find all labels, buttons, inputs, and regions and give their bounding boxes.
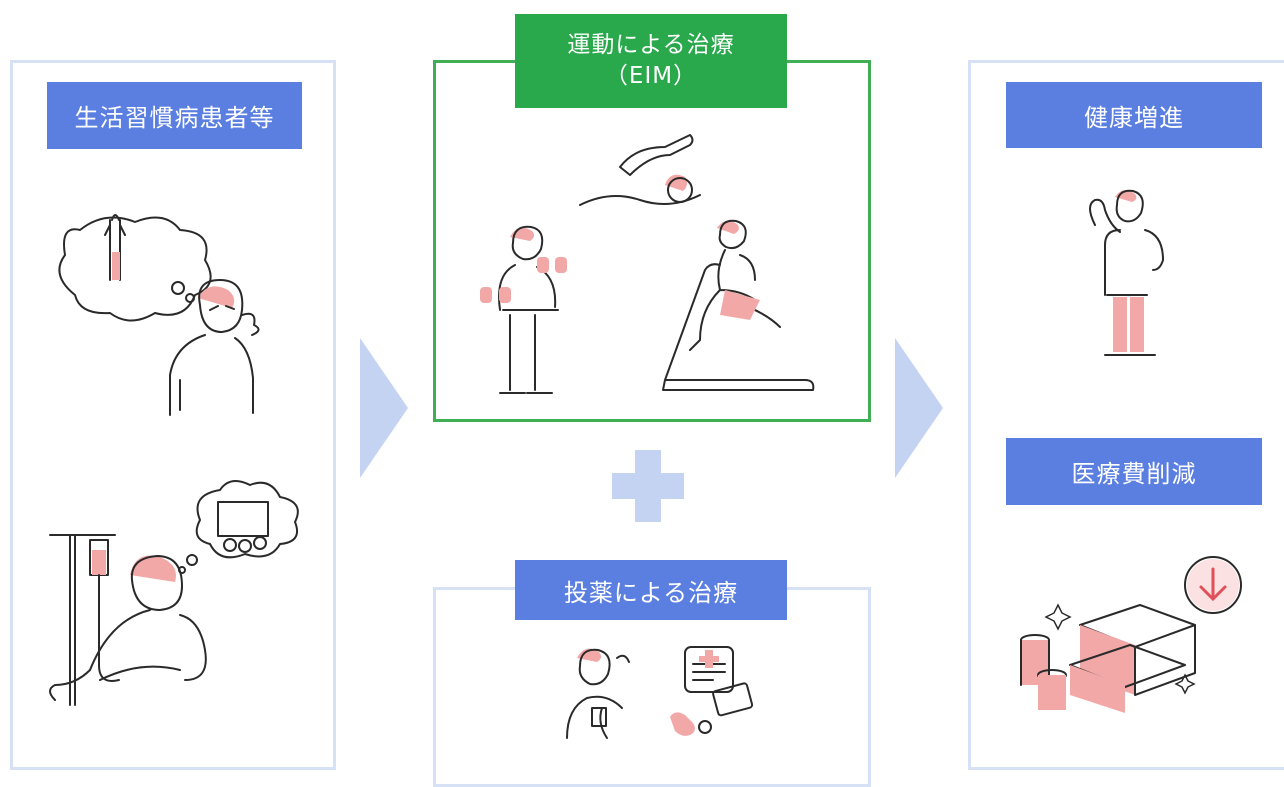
exercise-treatment-subtitle: （EIM） [604, 63, 698, 89]
medication-treatment-title: 投薬による治療 [563, 578, 739, 607]
right-arrow-icon [895, 338, 943, 478]
flexing-man-icon [1089, 189, 1164, 356]
patients-label: 生活習慣病患者等 [47, 82, 302, 149]
weightlifting-man-icon [480, 225, 567, 394]
exercise-treatment-label: 運動による治療 （EIM） [515, 14, 787, 108]
medical-cost-reduction-label: 医療費削減 [1006, 438, 1262, 505]
health-promotion-text: 健康増進 [1084, 103, 1184, 132]
bill-stack [1069, 604, 1196, 713]
right-arrow-icon [360, 338, 408, 478]
patients-panel [10, 60, 336, 770]
exercise-treatment-panel [433, 60, 871, 422]
health-promotion-label: 健康増進 [1006, 82, 1262, 148]
medical-cost-reduction-text: 医療費削減 [1071, 460, 1197, 488]
patients-label-text: 生活習慣病患者等 [74, 104, 275, 132]
coin-stack [1020, 634, 1067, 710]
medication-treatment-label: 投薬による治療 [515, 560, 787, 620]
medicine-box-icon [670, 646, 754, 736]
down-arrow-circle-icon [1175, 552, 1245, 622]
hospital-patient-icon [49, 480, 299, 706]
swimmer-icon [579, 134, 701, 206]
sighing-man-icon [58, 214, 260, 416]
exercise-treatment-title: 運動による治療 [567, 32, 735, 58]
money-stack-icon [1020, 556, 1242, 713]
plus-icon [612, 450, 684, 522]
pill-taking-man-icon [566, 648, 630, 739]
treadmill-runner-icon [662, 219, 815, 391]
